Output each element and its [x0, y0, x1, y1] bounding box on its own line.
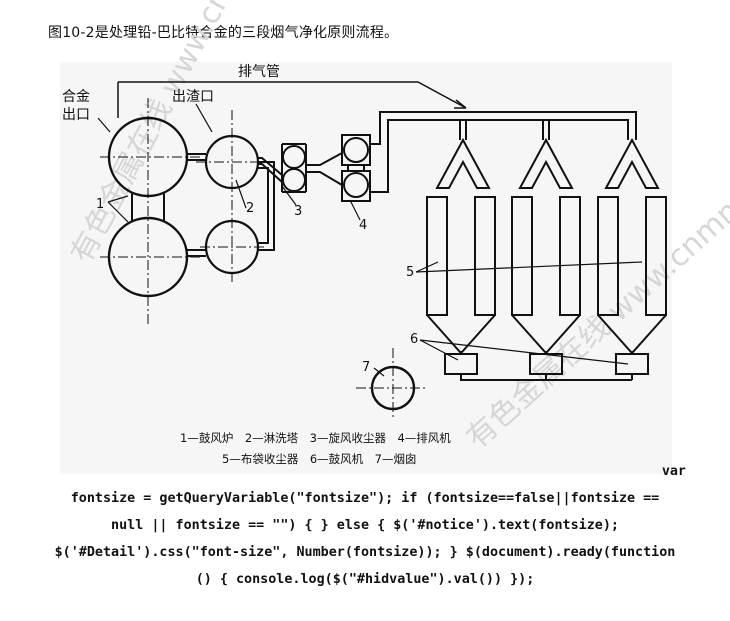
diagram-lines	[97, 81, 667, 420]
bag-filter-1	[426, 137, 496, 353]
code-line-2: null || fontsize == "") { } else { $('#n…	[111, 518, 619, 533]
label-number-2: 2	[246, 201, 254, 216]
label-alloy-outlet-1: 合金	[62, 89, 90, 105]
leader-lines	[97, 117, 643, 377]
blast-furnace-top	[107, 116, 189, 198]
code-line-0: var	[661, 464, 686, 479]
figure-background	[60, 62, 672, 474]
label-alloy-outlet-2: 出口	[62, 107, 90, 123]
label-number-7: 7	[362, 360, 370, 375]
code-line-3: $('#Detail').css("font-size", Number(fon…	[54, 545, 676, 560]
flow-diagram: 有色金属在线 www.cnmn.com.cn 有色金属在线 www.cnmn.c…	[60, 0, 730, 474]
exhaust-fan-bottom	[343, 172, 369, 198]
label-exhaust-pipe: 排气管	[238, 64, 280, 80]
code-line-4: () { console.log($("#hidvalue").val()) }…	[195, 572, 535, 587]
centerlines	[100, 98, 428, 420]
label-number-4: 4	[359, 218, 367, 233]
figure-caption: 图10-2是处理铅-巴比特合金的三段烟气净化原则流程。	[48, 25, 399, 41]
label-number-5: 5	[406, 265, 414, 280]
label-number-1: 1	[96, 197, 104, 212]
label-slag-outlet: 出渣口	[172, 89, 214, 105]
bag-filter-3	[597, 137, 667, 353]
legend-line-1: 1—鼓风炉 2—淋洗塔 3—旋风收尘器 4—排风机	[180, 431, 451, 445]
code-line-1: fontsize = getQueryVariable("fontsize");…	[70, 491, 660, 506]
stray-script-text: var fontsize = getQueryVariable("fontsiz…	[10, 458, 720, 593]
scrubber-bottom	[204, 219, 260, 275]
bag-filter-2	[511, 137, 581, 353]
legend-line-2: 5—布袋收尘器 6—鼓风机 7—烟囱	[222, 452, 416, 466]
label-number-3: 3	[294, 204, 302, 219]
label-number-6: 6	[410, 332, 418, 347]
exhaust-fan-top	[343, 137, 369, 163]
chimney	[370, 365, 416, 411]
